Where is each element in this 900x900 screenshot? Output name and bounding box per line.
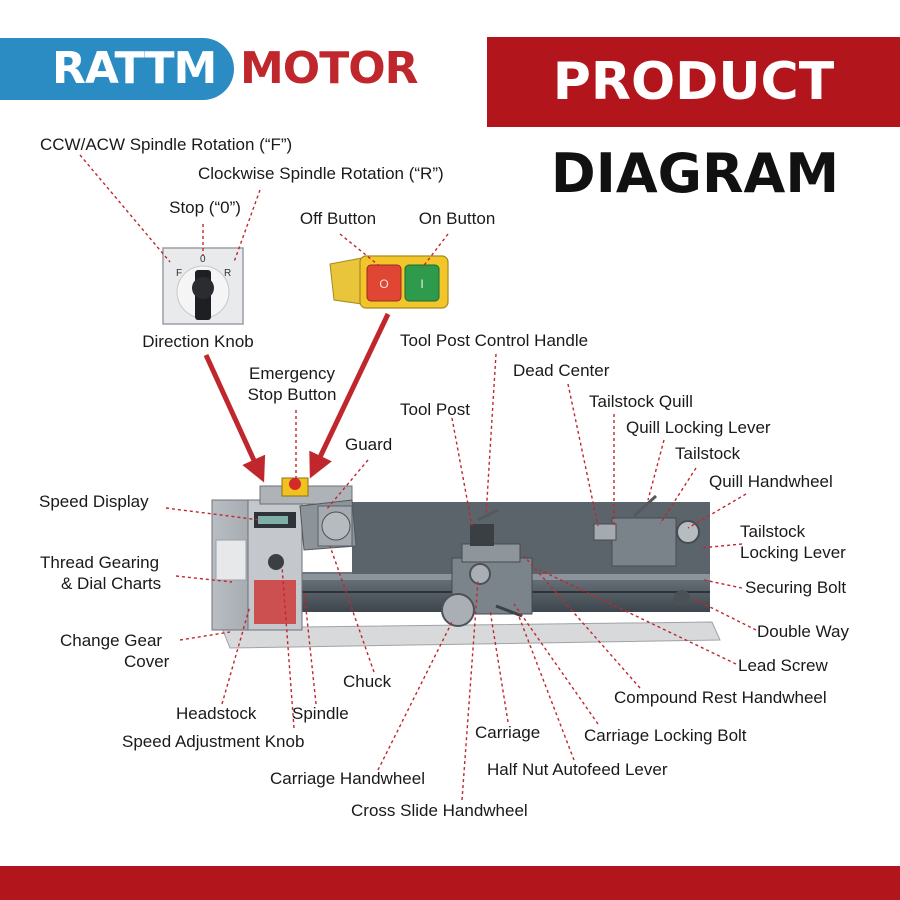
label-speed-adjustment: Speed Adjustment Knob <box>122 732 305 751</box>
label-half-nut: Half Nut Autofeed Lever <box>487 760 668 779</box>
label-lead-screw: Lead Screw <box>738 656 828 675</box>
logo-rattm: RATTM <box>52 43 217 94</box>
label-guard: Guard <box>345 435 393 454</box>
logo-motor: MOTOR <box>240 43 418 94</box>
off-mark: O <box>379 277 388 291</box>
label-tailstock-locking-1: Tailstock <box>740 522 806 541</box>
footer-bar <box>0 866 900 900</box>
banner-text: PRODUCT <box>552 52 835 112</box>
page-title: DIAGRAM <box>550 142 840 205</box>
label-headstock: Headstock <box>176 704 257 723</box>
logo-badge <box>0 38 234 100</box>
on-mark: I <box>420 277 423 291</box>
label-tailstock-quill: Tailstock Quill <box>589 392 693 411</box>
label-tool-post-handle: Tool Post Control Handle <box>400 331 589 350</box>
label-tailstock: Tailstock <box>675 444 741 463</box>
label-thread-gearing-2: & Dial Charts <box>61 574 162 593</box>
label-cw-rotation: Clockwise Spindle Rotation (“R”) <box>198 164 444 183</box>
arrow-on-off <box>309 312 391 479</box>
lathe-machine <box>211 477 721 649</box>
label-quill-locking-lever: Quill Locking Lever <box>626 418 771 437</box>
label-tailstock-locking-2: Locking Lever <box>740 543 846 562</box>
label-tool-post: Tool Post <box>400 400 470 419</box>
label-on-button: On Button <box>418 209 496 228</box>
label-double-way: Double Way <box>757 622 849 641</box>
label-chuck: Chuck <box>343 672 392 691</box>
label-change-gear-2: Cover <box>124 652 170 671</box>
label-carriage-handwheel: Carriage Handwheel <box>270 769 425 788</box>
label-dead-center: Dead Center <box>513 361 610 380</box>
switch-mark-f: F <box>176 268 182 279</box>
label-direction-knob: Direction Knob <box>142 332 254 351</box>
label-carriage-locking-bolt: Carriage Locking Bolt <box>584 726 747 745</box>
label-stop: Stop (“0”) <box>169 198 241 217</box>
label-ccw-rotation: CCW/ACW Spindle Rotation (“F”) <box>40 135 293 154</box>
label-compound-rest: Compound Rest Handwheel <box>614 688 827 707</box>
label-emergency-2: Stop Button <box>247 385 337 404</box>
label-securing-bolt: Securing Bolt <box>745 578 847 597</box>
label-emergency-1: Emergency <box>249 364 335 383</box>
product-banner: PRODUCT <box>487 37 900 127</box>
label-thread-gearing-1: Thread Gearing <box>40 553 160 572</box>
switch-mark-0: 0 <box>200 254 206 265</box>
label-carriage: Carriage <box>475 723 541 742</box>
label-spindle: Spindle <box>292 704 349 723</box>
on-off-switch-box: O I <box>329 255 449 309</box>
label-speed-display: Speed Display <box>39 492 149 511</box>
label-cross-slide: Cross Slide Handwheel <box>351 801 528 820</box>
direction-switch: F 0 R <box>162 247 244 325</box>
switch-mark-r: R <box>224 268 231 279</box>
arrow-direction-knob <box>203 353 266 483</box>
label-quill-handwheel: Quill Handwheel <box>709 472 833 491</box>
callout-lines <box>79 154 757 801</box>
label-change-gear-1: Change Gear <box>60 631 163 650</box>
label-off-button: Off Button <box>299 209 377 228</box>
